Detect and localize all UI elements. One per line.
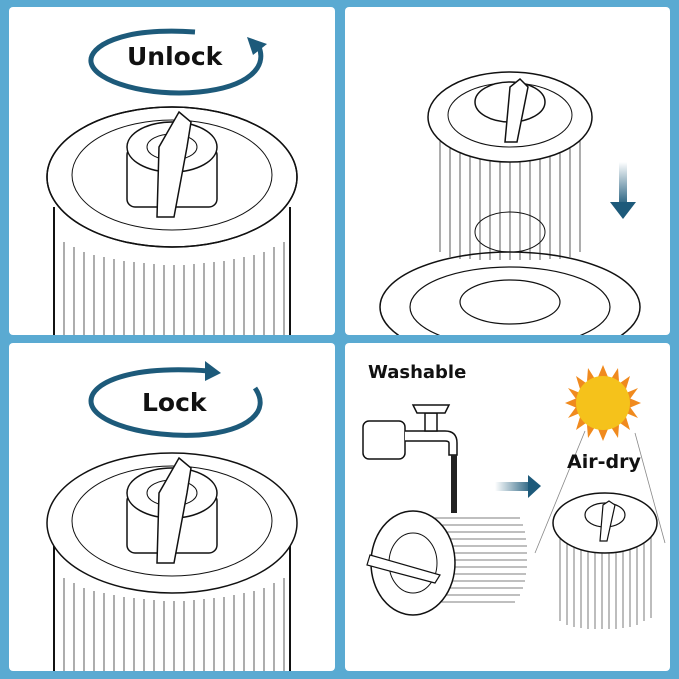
lock-label: Lock	[142, 388, 207, 417]
panel-clean: Washable	[345, 343, 670, 671]
filter-insert-icon	[379, 71, 641, 335]
filter-cartridge-icon	[46, 452, 298, 671]
unlock-rotation-arrow-icon	[88, 28, 267, 96]
washed-filter-icon	[366, 510, 527, 616]
panel-unlock: Unlock	[9, 7, 335, 335]
sun-icon	[534, 365, 666, 554]
lock-rotation-arrow-icon	[88, 361, 263, 438]
down-arrow-icon	[610, 162, 636, 219]
washable-label: Washable	[368, 362, 467, 383]
dried-filter-icon	[552, 492, 658, 629]
filter-cartridge-icon	[46, 106, 298, 335]
panel-insert	[345, 7, 670, 335]
unlock-label: Unlock	[127, 42, 223, 71]
panel-lock: Lock	[9, 343, 335, 671]
right-arrow-icon	[495, 475, 541, 498]
air-dry-label: Air-dry	[567, 451, 641, 473]
faucet-icon	[362, 404, 458, 515]
